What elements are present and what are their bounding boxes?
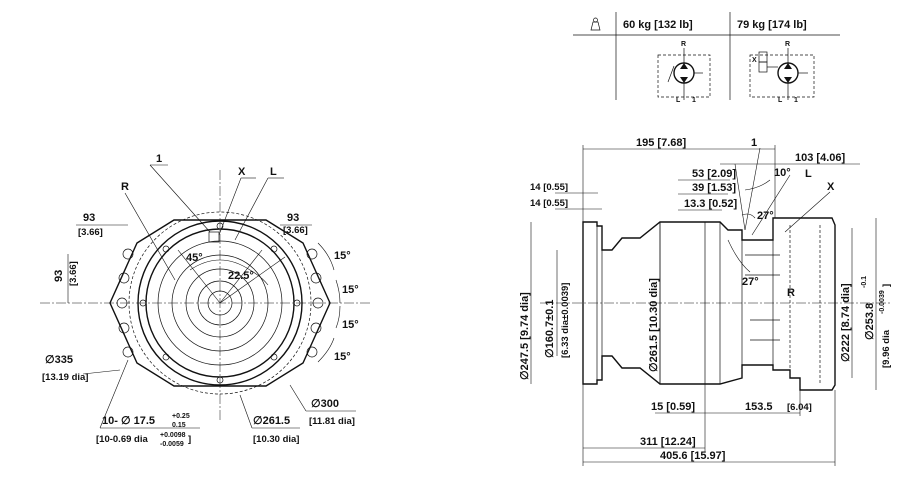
dim-195: 195 [7.68] xyxy=(636,137,686,149)
dim-253-8-inch: [9.96 dia xyxy=(881,329,892,368)
dim-93-vertical-inch: [3.66] xyxy=(68,261,79,286)
weight-icon xyxy=(590,17,601,31)
angle-27-a: 27° xyxy=(757,210,774,222)
dim-holes-tol-lo: 0.15 xyxy=(172,422,186,429)
angle-15-d: 15° xyxy=(334,351,351,363)
port-l-label-2: L xyxy=(778,97,783,104)
hydraulic-symbol-2: R X L 1 xyxy=(749,41,815,104)
port-1-label: 1 xyxy=(692,97,696,104)
side-label-l: L xyxy=(805,168,812,180)
bolt-holes xyxy=(116,248,324,358)
dim-261-5-inch: [10.30 dia] xyxy=(253,434,299,445)
dim-335: ∅335 xyxy=(45,354,73,366)
dim-93-right: 93 xyxy=(287,212,299,224)
dim-253-8: ∅253.8 xyxy=(864,303,876,340)
angle-15-c: 15° xyxy=(342,319,359,331)
angle-15-a: 15° xyxy=(334,250,351,262)
dim-39: 39 [1.53] xyxy=(692,182,736,194)
dim-300: ∅300 xyxy=(311,398,339,410)
label-r: R xyxy=(121,181,129,193)
port-x-label: X xyxy=(752,57,757,64)
dim-holes-inch-tol-up: +0.0098 xyxy=(160,432,186,439)
weight-value-2: 79 kg [174 lb] xyxy=(737,19,807,31)
dim-253-8-inch-tol: -0.0039 xyxy=(879,290,886,314)
dim-247-5: ∅247.5 [9.74 dia] xyxy=(519,292,531,380)
angle-10: 10° xyxy=(774,167,791,179)
inner-bolts xyxy=(139,222,301,384)
dim-153-5: 153.5 xyxy=(745,401,773,413)
dim-160-7-inch: [6.33 dia±0.0039] xyxy=(560,283,571,358)
port-1-label-2: 1 xyxy=(794,97,798,104)
dim-side-261-5: ∅261.5 [10.30 dia] xyxy=(648,278,660,372)
dim-405-6: 405.6 [15.97] xyxy=(660,450,726,462)
dim-holes-inch-tol-lo: -0.0059 xyxy=(160,441,184,448)
side-label-r: R xyxy=(787,287,795,299)
side-label-1: 1 xyxy=(751,137,757,149)
side-view: 195 [7.68] 1 103 [4.06] 53 [2.09] 10° L … xyxy=(519,137,892,466)
bolt-circle-outer xyxy=(137,220,303,386)
dim-103: 103 [4.06] xyxy=(795,152,845,164)
side-label-x: X xyxy=(827,181,835,193)
dim-93-left: 93 xyxy=(83,212,95,224)
dim-holes-inch: [10-0.69 dia xyxy=(96,434,148,445)
dim-93-right-inch: [3.66] xyxy=(283,225,308,236)
dim-160-7: ∅160.7±0.1 xyxy=(544,300,556,358)
dim-13-3: 13.3 [0.52] xyxy=(684,198,738,210)
hydraulic-symbol-1: R L 1 xyxy=(657,41,711,104)
dim-335-inch: [13.19 dia] xyxy=(42,372,88,383)
dim-253-8-inch-close: ] xyxy=(881,284,892,287)
port-l-label: L xyxy=(676,97,681,104)
dim-93-vertical: 93 xyxy=(53,270,65,282)
angle-45: 45° xyxy=(186,252,203,264)
dim-93-left-inch: [3.66] xyxy=(78,227,103,238)
dim-222: ∅222 [8.74 dia] xyxy=(840,283,852,362)
port-r-label-2: R xyxy=(785,41,790,48)
label-x: X xyxy=(238,166,246,178)
port-x-square xyxy=(208,231,220,243)
motor-body xyxy=(582,217,836,391)
weight-value-1: 60 kg [132 lb] xyxy=(623,19,693,31)
dim-53: 53 [2.09] xyxy=(692,168,736,180)
front-view: 1 X L R 93 [3.66] 93 [3.66] 93 [3.66] 45… xyxy=(40,153,370,448)
dim-14-b: 14 [0.55] xyxy=(530,198,568,209)
port-r-label: R xyxy=(681,41,686,48)
label-l: L xyxy=(270,166,277,178)
dim-153-5-inch: [6.04] xyxy=(787,402,812,413)
dim-14-a: 14 [0.55] xyxy=(530,182,568,193)
dim-holes: 10- ∅ 17.5 xyxy=(102,415,155,427)
angle-22-5: 22.5° xyxy=(228,270,254,282)
dim-300-inch: [11.81 dia] xyxy=(309,416,355,427)
dim-15: 15 [0.59] xyxy=(651,401,695,413)
weight-table: 60 kg [132 lb] 79 kg [174 lb] R L 1 xyxy=(573,12,840,104)
dim-holes-inch-close: ] xyxy=(188,434,191,445)
angle-27-b: 27° xyxy=(742,276,759,288)
label-1: 1 xyxy=(156,153,162,165)
dim-311: 311 [12.24] xyxy=(640,436,696,448)
dim-holes-tol-up: +0.25 xyxy=(172,413,190,420)
dim-261-5: ∅261.5 xyxy=(253,415,290,427)
dim-253-8-tol: -0.1 xyxy=(861,276,868,288)
angle-15-b: 15° xyxy=(342,284,359,296)
flange-outline xyxy=(109,219,331,387)
